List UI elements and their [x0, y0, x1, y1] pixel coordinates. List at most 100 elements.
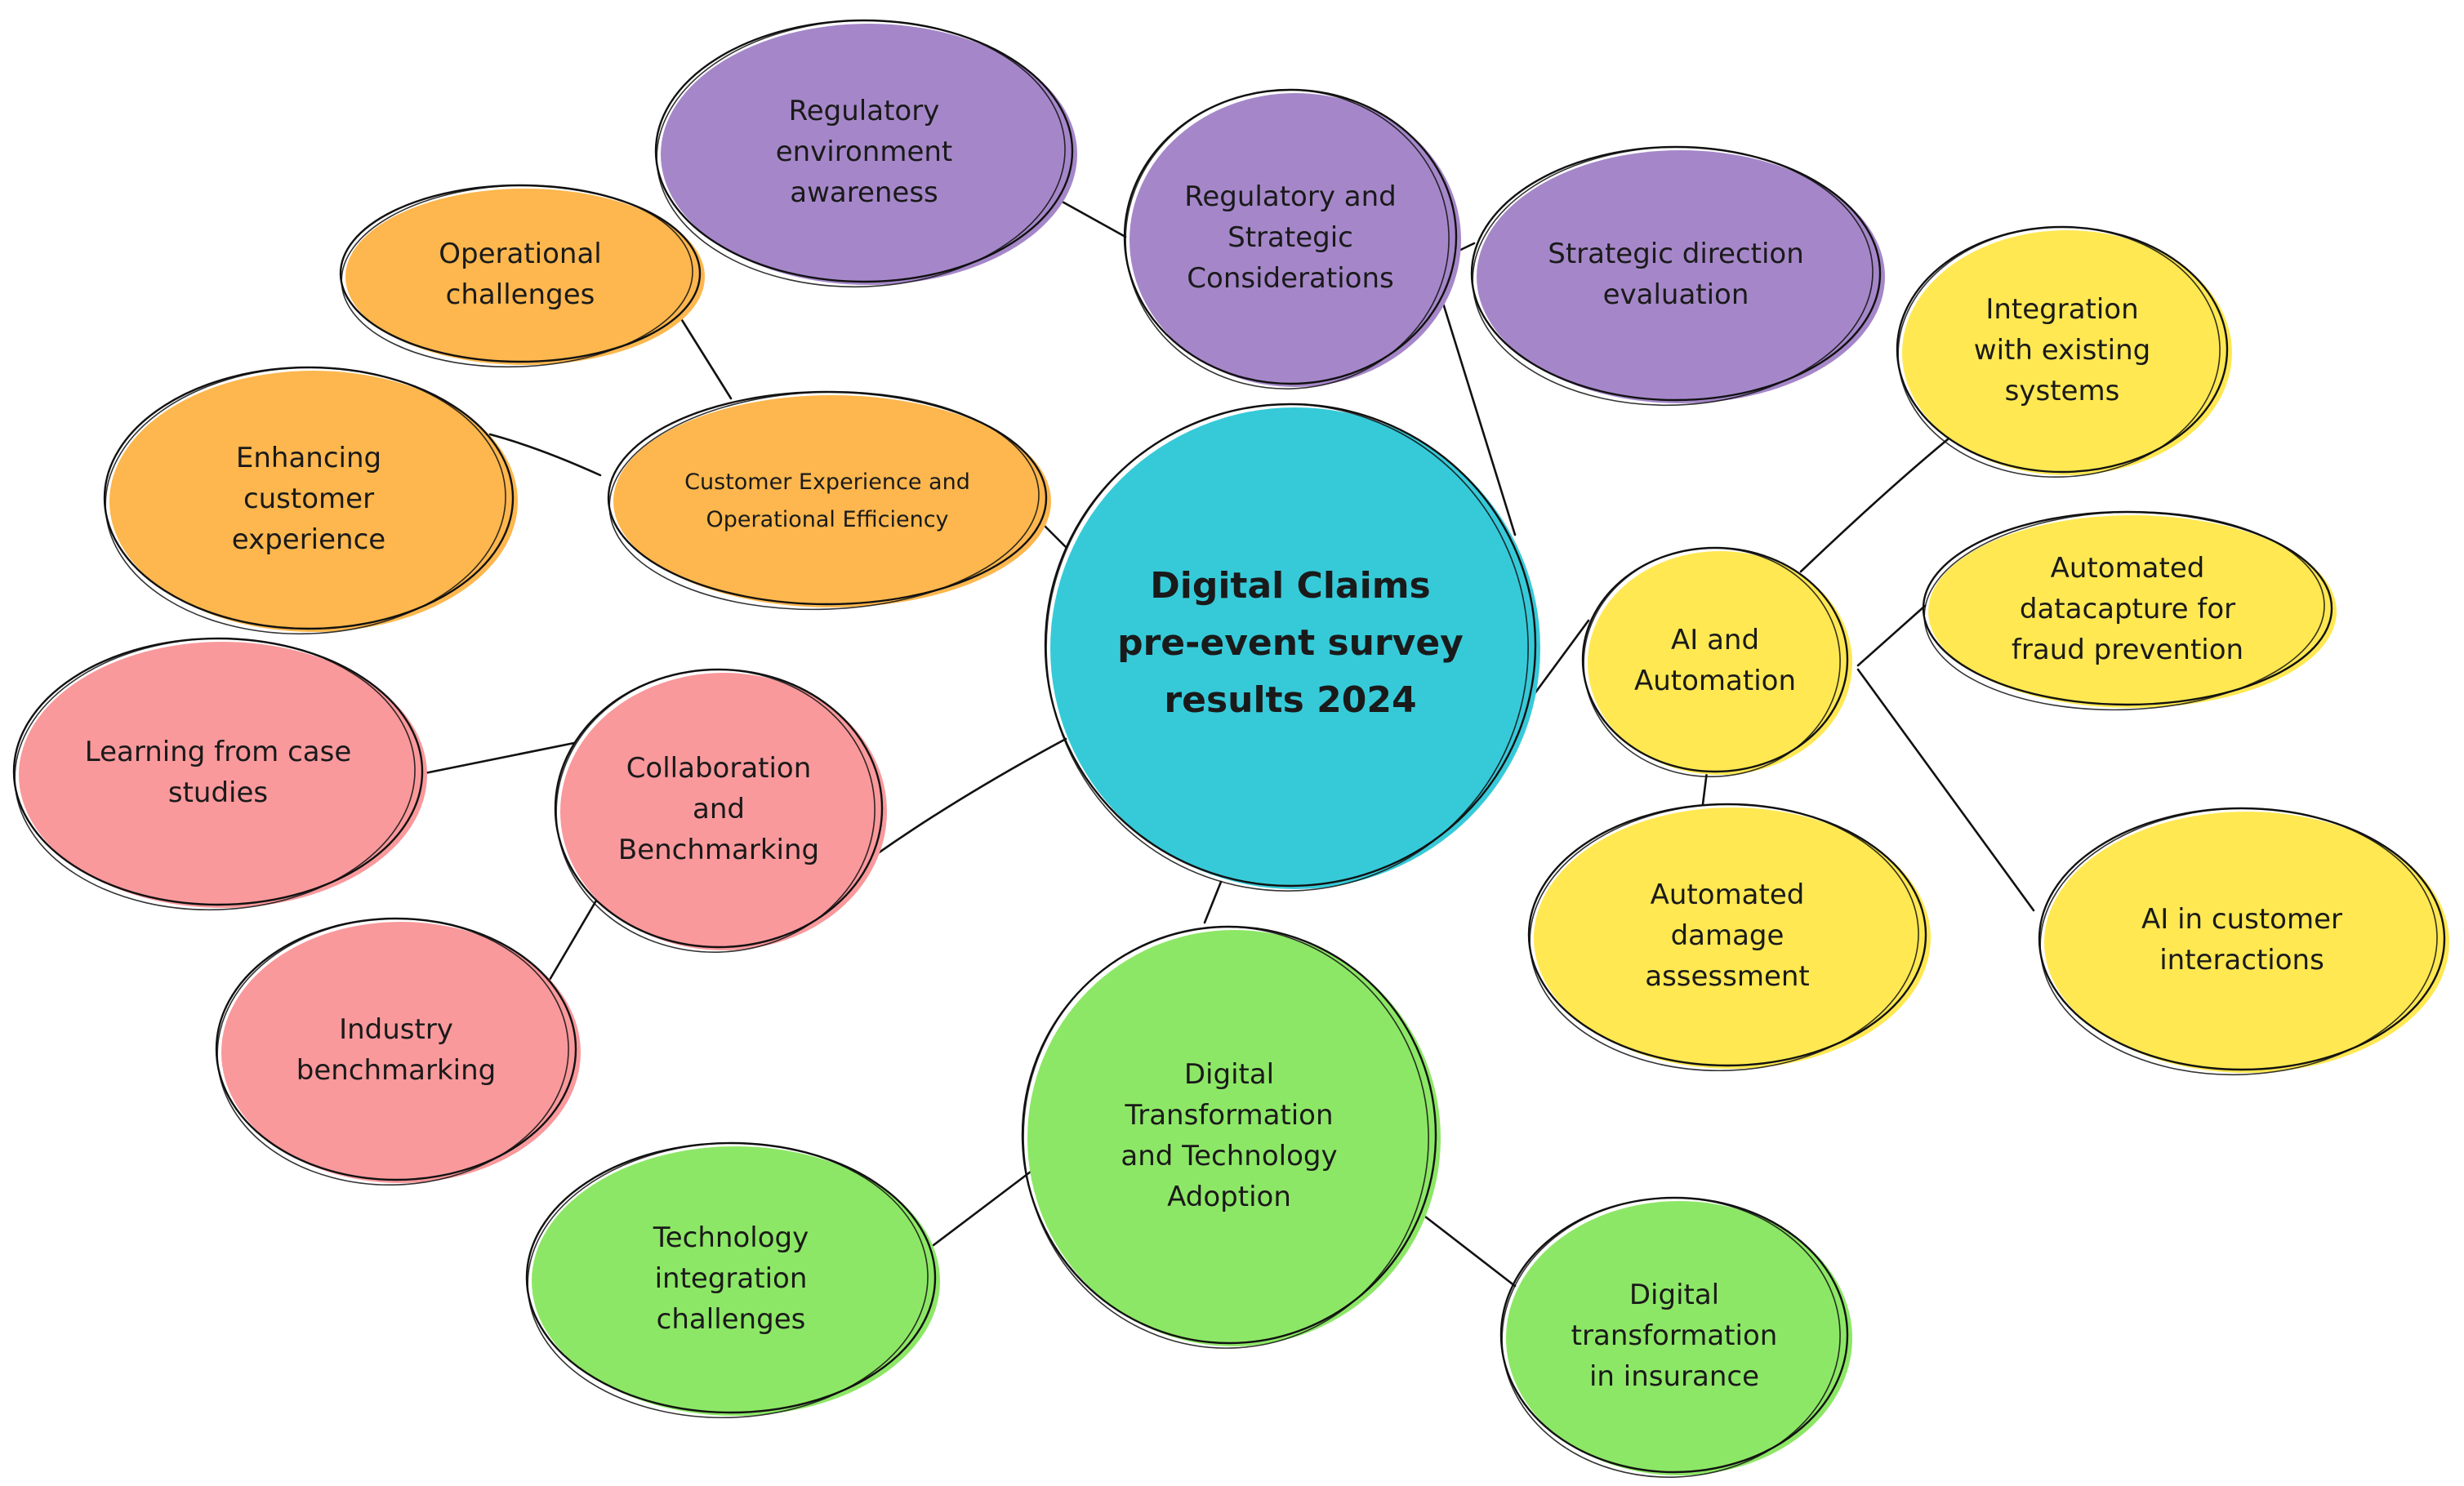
- node-label-line: fraud prevention: [2012, 634, 2243, 666]
- edge-ai-integration: [1799, 438, 1949, 573]
- node-sketch-outline: [1923, 511, 2325, 711]
- node-label-line: assessment: [1645, 960, 1810, 993]
- node-label-line: Digital: [1629, 1279, 1719, 1311]
- node-shape: [109, 371, 518, 632]
- edge-ai-customer: [1856, 668, 2035, 912]
- edge-regulatory-environment: [1058, 198, 1127, 238]
- node-label-line: results 2024: [1164, 679, 1416, 721]
- node-sketch-outline: [608, 391, 1040, 611]
- edge-center-digital: [1203, 880, 1223, 924]
- edge-collaboration-industry: [548, 899, 598, 981]
- edge-center-ai: [1530, 619, 1590, 700]
- node-shape: [1130, 93, 1461, 387]
- node-label: Enhancing customer experience: [232, 442, 385, 556]
- node-label-line: Adoption: [1167, 1181, 1291, 1213]
- node-sketch-outline: [1125, 89, 1450, 389]
- node-shape: [1050, 407, 1540, 889]
- node-sketch-outline: [1501, 1197, 1841, 1478]
- node-shape: [661, 24, 1077, 285]
- edge-center-regulatory: [1440, 296, 1517, 536]
- node-label-line: Benchmarking: [618, 834, 819, 866]
- node-enhancing-cx: Enhancing customer experience: [103, 366, 518, 635]
- node-shape: [613, 395, 1051, 607]
- node-label-line: Customer Experience and: [684, 469, 970, 495]
- node-shape: [1477, 150, 1885, 403]
- node-shape: [1588, 551, 1852, 775]
- node-label-line: AI and: [1671, 624, 1759, 656]
- node-shape: [345, 189, 705, 365]
- node-shape: [19, 642, 427, 908]
- node-label-line: Regulatory and: [1184, 180, 1396, 213]
- node-label-line: Collaboration: [626, 752, 812, 785]
- edge-digital-tech: [932, 1170, 1032, 1247]
- node-sketch-outline: [1583, 547, 1841, 777]
- node-label-line: Integration: [1985, 293, 2138, 326]
- node-operational-challenges: Operational challenges: [339, 184, 705, 368]
- node-label-line: Automated: [2051, 552, 2205, 585]
- node-shape: [1902, 230, 2232, 475]
- node-label-line: Enhancing: [236, 442, 381, 474]
- node-label-line: Transformation: [1124, 1099, 1333, 1132]
- edge-center-cx: [1040, 521, 1067, 549]
- connector-lines: [423, 198, 2035, 1288]
- node-label-line: environment: [776, 136, 953, 168]
- node-label-line: customer: [243, 483, 374, 515]
- node-label: Learning from case studies: [85, 736, 352, 809]
- node-shape: [1534, 808, 1931, 1069]
- node-label-line: Technology: [653, 1221, 809, 1254]
- edge-center-collaboration: [876, 737, 1067, 855]
- node-shape: [221, 922, 581, 1183]
- node-sketch-outline: [1529, 803, 1919, 1072]
- node-tech-integration: Technology integration challenges: [525, 1141, 940, 1419]
- node-label-line: Operational: [439, 238, 601, 270]
- node-case-studies: Learning from case studies: [12, 637, 427, 911]
- node-sketch-outline: [656, 20, 1066, 288]
- node-label-line: and: [693, 793, 745, 825]
- node-label-line: interactions: [2159, 944, 2324, 977]
- node-label-line: studies: [168, 776, 268, 809]
- node-label-line: Digital Claims: [1150, 565, 1431, 607]
- node-sketch-outline: [2039, 808, 2438, 1076]
- node-sketch-outline: [1023, 926, 1429, 1349]
- node-sketch-outline: [1045, 403, 1529, 892]
- node-label-line: challenges: [446, 278, 595, 311]
- node-shape: [2044, 812, 2449, 1073]
- node-label-line: challenges: [657, 1303, 806, 1336]
- node-label-line: Considerations: [1187, 262, 1393, 295]
- node-label-line: integration: [655, 1262, 808, 1295]
- edge-digital-insurance: [1424, 1215, 1517, 1288]
- node-shape: [1506, 1201, 1852, 1475]
- node-label-line: experience: [232, 523, 385, 556]
- node-label-line: Learning from case: [85, 736, 352, 768]
- node-label-line: evaluation: [1603, 278, 1749, 311]
- node-shape: [1027, 930, 1441, 1346]
- node-shape: [560, 673, 887, 950]
- node-sketch-outline: [105, 367, 506, 635]
- node-label-line: Regulatory: [789, 95, 940, 127]
- node-sketch-outline: [555, 669, 876, 953]
